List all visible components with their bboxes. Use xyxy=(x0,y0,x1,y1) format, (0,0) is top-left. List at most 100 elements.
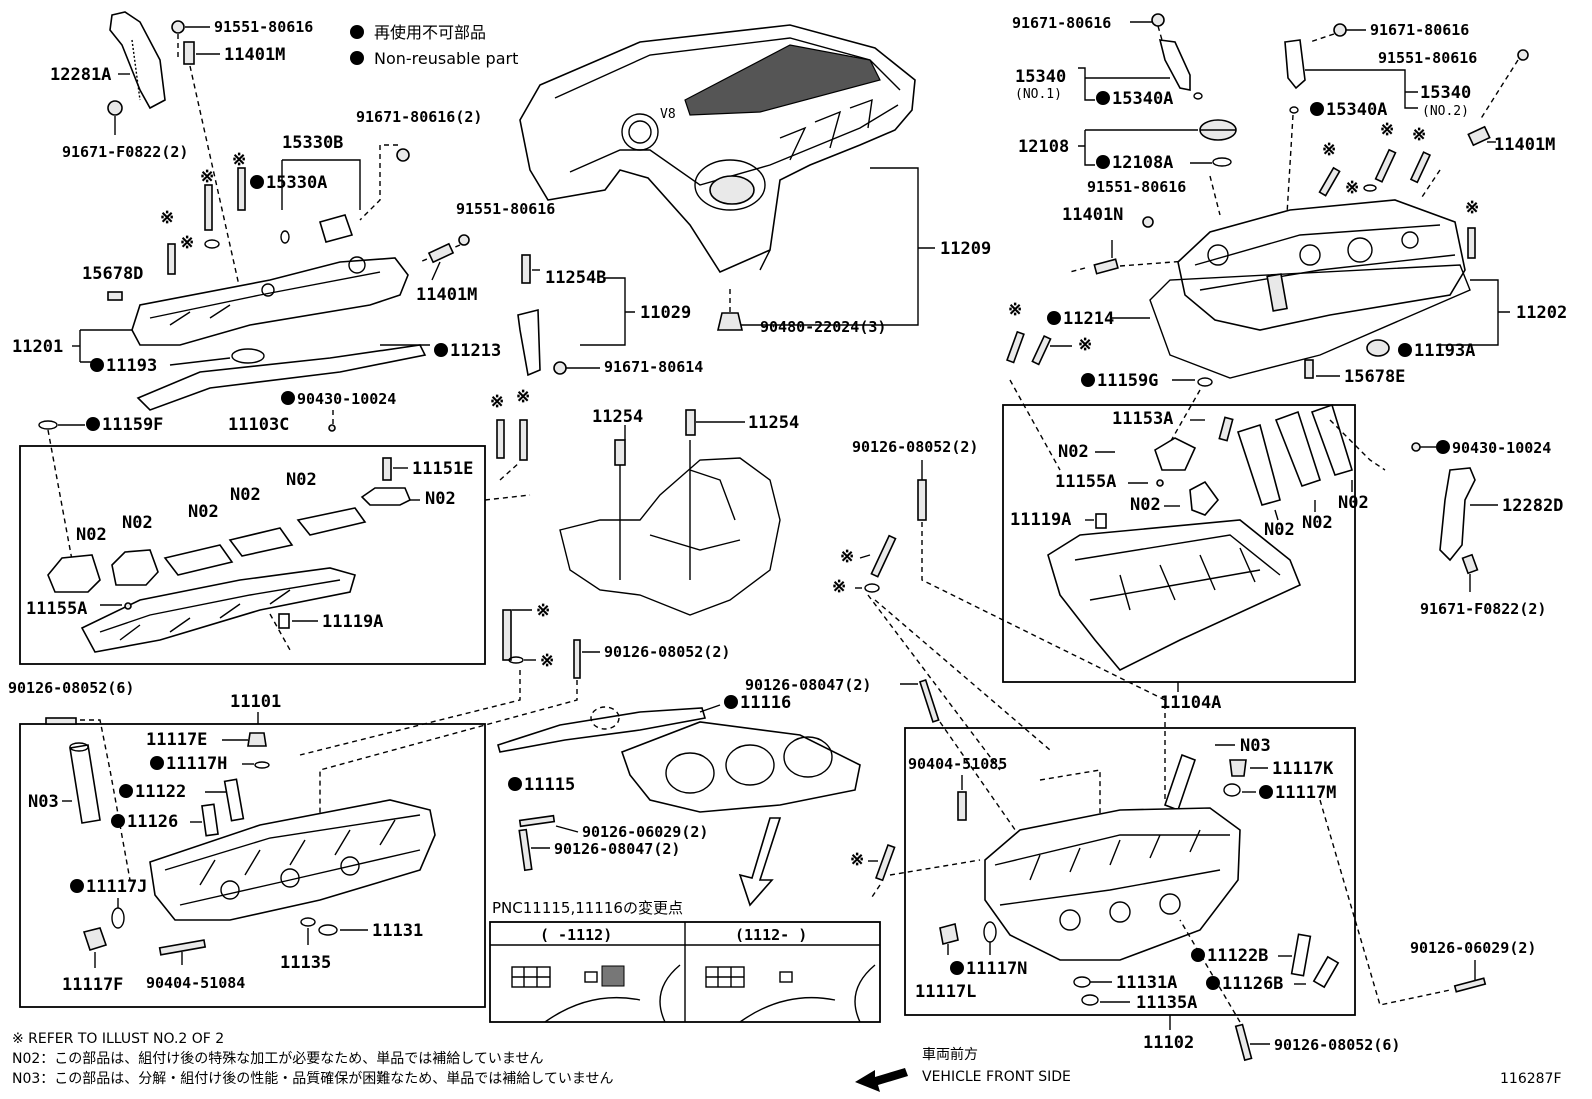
pipe-n03-lh xyxy=(69,744,101,824)
label-11254-b: 11254 xyxy=(748,413,799,433)
label-11103C: 11103C xyxy=(228,415,289,435)
label-90126-08052-6a: 90126-08052(6) xyxy=(8,679,134,697)
label-90126-06029-2b: 90126-06029(2) xyxy=(1410,939,1536,957)
label-11155A-b: 11155A xyxy=(1055,472,1116,492)
label-11193: 11193 xyxy=(106,356,157,376)
ref-marker: ※ xyxy=(490,392,504,412)
label-15340A-b: 15340A xyxy=(1326,100,1387,120)
camshaft-bearing-cap-rh xyxy=(1236,423,1281,506)
ref-marker: ※ xyxy=(1008,300,1022,320)
label-90126-08047-2a: 90126-08047(2) xyxy=(554,840,680,858)
label-90126-08047-2b: 90126-08047(2) xyxy=(745,676,871,694)
ref-marker: ※ xyxy=(516,387,530,407)
grommet-90480 xyxy=(716,312,744,331)
camshaft-bearing-cap-rh xyxy=(1310,403,1354,476)
label-11155A-a: 11155A xyxy=(26,599,87,619)
ref-marker: ※ xyxy=(850,850,864,870)
gasket-11213 xyxy=(136,344,427,411)
label-11151E: 11151E xyxy=(412,459,473,479)
ref-marker: ※ xyxy=(832,577,846,597)
label-91551-80616-d: 91551-80616 xyxy=(1087,178,1186,196)
change-box-title: PNC11115,11116の変更点 xyxy=(492,899,683,917)
label-n02-2: N02 xyxy=(286,470,317,490)
cover-badge: V8 xyxy=(660,107,676,122)
cylinder-head-cover-rh xyxy=(1177,199,1466,331)
label-11104A: 11104A xyxy=(1160,693,1221,713)
label-11117L: 11117L xyxy=(915,982,976,1002)
ref-marker: ※ xyxy=(1078,335,1092,355)
label-12281A: 12281A xyxy=(50,65,111,85)
label-15340-2: 15340 xyxy=(1420,83,1471,103)
label-11201: 11201 xyxy=(12,337,63,357)
label-n02-11: N02 xyxy=(1338,493,1369,513)
label-11254-a: 11254 xyxy=(592,407,643,427)
label-90404-51085: 90404-51085 xyxy=(908,755,1007,773)
label-n02-1: N02 xyxy=(425,489,456,509)
front-arrow-icon xyxy=(855,1068,908,1092)
label-90126-08052-6b: 90126-08052(6) xyxy=(1274,1036,1400,1054)
label-90430-10024-b: 90430-10024 xyxy=(1452,439,1551,457)
note-refer: ※ REFER TO ILLUST NO.2 OF 2 xyxy=(12,1031,224,1047)
label-11102: 11102 xyxy=(1143,1033,1194,1053)
label-90430-10024-a: 90430-10024 xyxy=(297,390,396,408)
label-90126-06029-2a: 90126-06029(2) xyxy=(582,823,708,841)
label-n02-7: N02 xyxy=(1058,442,1089,462)
ref-marker: ※ xyxy=(1412,125,1426,145)
camshaft-bearing-cap xyxy=(296,507,367,536)
camshaft-housing-lh-box xyxy=(19,445,486,665)
label-11115: 11115 xyxy=(524,775,575,795)
label-n02-4: N02 xyxy=(188,502,219,522)
label-11117E: 11117E xyxy=(146,730,207,750)
pipe-n03-rh xyxy=(1163,753,1197,812)
label-n02-3: N02 xyxy=(230,485,261,505)
ref-marker: ※ xyxy=(180,233,194,253)
label-90126-08052-2b: 90126-08052(2) xyxy=(852,438,978,456)
label-11131A: 11131A xyxy=(1116,973,1177,993)
label-11117M: 11117M xyxy=(1275,783,1336,803)
label-n02-8: N02 xyxy=(1130,495,1161,515)
label-11209: 11209 xyxy=(940,239,991,259)
nonreusable-dot-icon xyxy=(350,51,364,65)
label-no2: (NO.2) xyxy=(1422,104,1469,119)
label-12282D: 12282D xyxy=(1502,496,1563,516)
label-11213: 11213 xyxy=(450,341,501,361)
ref-marker: ※ xyxy=(840,547,854,567)
bolt-91671-F0822 xyxy=(107,100,123,116)
label-11254B: 11254B xyxy=(545,268,606,288)
label-90480-22024: 90480-22024(3) xyxy=(760,318,886,336)
label-91551-80616-c: 91551-80616 xyxy=(1378,49,1477,67)
label-91671-F0822-b: 91671-F0822(2) xyxy=(1420,600,1546,618)
label-11401M-b: 11401M xyxy=(416,285,477,305)
nonreusable-dot-icon xyxy=(350,25,364,39)
label-11119A-a: 11119A xyxy=(322,612,383,632)
change-box-left: ( -1112) xyxy=(540,926,612,944)
label-11117H: 11117H xyxy=(166,754,227,774)
label-n02-10: N02 xyxy=(1302,513,1333,533)
label-11131: 11131 xyxy=(372,921,423,941)
camshaft-bearing-cap xyxy=(228,527,294,557)
front-en: VEHICLE FRONT SIDE xyxy=(922,1069,1071,1085)
note-n03: N03：この部品は、分解・組付け後の性能・品質確保が困難なため、単品では補給して… xyxy=(12,1071,613,1087)
front-jp: 車両前方 xyxy=(922,1046,978,1063)
legend-jp: 再使用不可部品 xyxy=(374,23,486,42)
label-n03-a: N03 xyxy=(28,792,59,812)
label-11117K: 11117K xyxy=(1272,759,1334,779)
label-91671-80614: 91671-80614 xyxy=(604,358,703,376)
label-91671-80616-c: 91671-80616 xyxy=(1012,14,1111,32)
camshaft-housing-rh xyxy=(1047,519,1302,671)
ref-marker: ※ xyxy=(1380,120,1394,140)
change-box-right: (1112- ) xyxy=(735,926,807,944)
label-11401M-c: 11401M xyxy=(1494,135,1555,155)
ref-marker: ※ xyxy=(1465,198,1479,218)
label-11159G: 11159G xyxy=(1097,371,1158,391)
label-no1: (NO.1) xyxy=(1015,87,1062,102)
label-11116: 11116 xyxy=(740,693,791,713)
ref-marker: ※ xyxy=(1322,140,1336,160)
label-n03-b: N03 xyxy=(1240,736,1271,756)
ref-marker: ※ xyxy=(540,651,554,671)
label-91671-F0822-a: 91671-F0822(2) xyxy=(62,143,188,161)
ref-marker: ※ xyxy=(536,601,550,621)
bracket-12281A xyxy=(109,11,166,110)
label-91671-80616-d: 91671-80616 xyxy=(1370,21,1469,39)
label-15678E: 15678E xyxy=(1344,367,1405,387)
